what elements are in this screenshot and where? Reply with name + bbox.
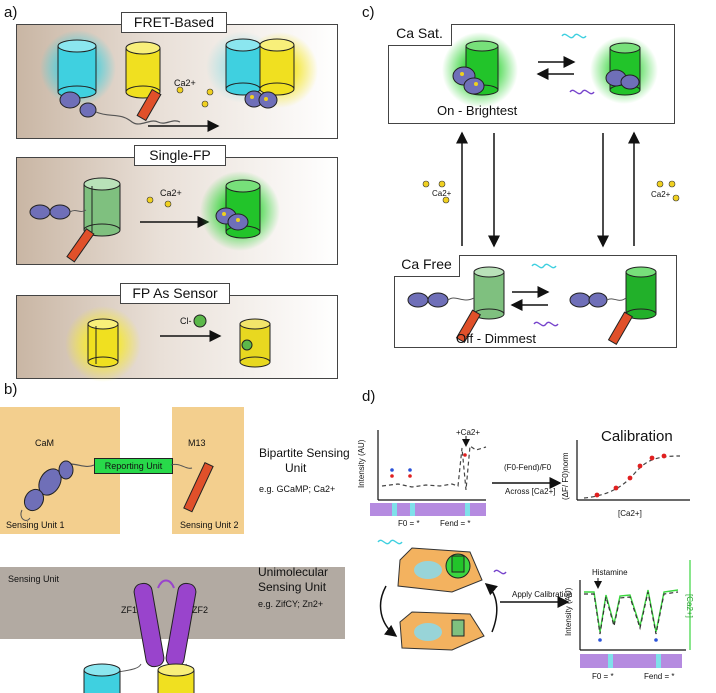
fend-label: Fend = *	[440, 519, 471, 528]
f0-label-2: F0 = *	[592, 672, 614, 681]
timeline-bar-2	[580, 654, 682, 668]
calibration-curve	[583, 455, 681, 499]
m13-label: M13	[188, 438, 206, 448]
sensing-unit-2-label: Sensing Unit 2	[180, 520, 239, 530]
yellow-sensor-barrel-dim-icon	[239, 318, 271, 368]
right-axis-label: [Ca2+]	[685, 594, 694, 618]
ca-add-label: +Ca2+	[456, 428, 481, 437]
zf1-label: ZF1	[121, 605, 138, 615]
bound-cam-icon-2	[215, 207, 249, 231]
apply-label: Apply Calibration	[512, 590, 573, 599]
on-brightest-label: On - Brightest	[437, 103, 518, 118]
yellow-barrel-icon	[125, 41, 161, 99]
cam-protein-icon-2	[29, 204, 87, 220]
single-fp-ion-label: Ca2+	[160, 188, 182, 198]
yellow-barrel-icon-3	[157, 663, 195, 693]
cyan-barrel-icon	[57, 39, 97, 99]
f0-label: F0 = *	[398, 519, 420, 528]
sensing-unit-label: Sensing Unit	[8, 574, 60, 584]
panel-c-letter: c)	[362, 4, 375, 21]
fret-title: FRET-Based	[121, 12, 227, 33]
trace2-y-label: Intensity (AU)	[564, 587, 573, 636]
trace-y-label: Intensity (AU)	[357, 439, 366, 488]
panel-d-letter: d)	[362, 388, 376, 405]
panel-a-letter: a)	[4, 4, 18, 21]
panel-b-letter: b)	[4, 381, 18, 398]
cam-label: CaM	[35, 438, 55, 448]
ca-free-label: Ca Free	[394, 255, 460, 277]
calibration-x-label: [Ca2+]	[618, 509, 642, 518]
calibrated-trace	[584, 589, 679, 633]
timeline-bar	[370, 503, 486, 516]
cam-protein-icon-3	[20, 460, 95, 521]
zf2-label: ZF2	[192, 605, 209, 615]
single-fp-title: Single-FP	[134, 145, 226, 166]
sensing-unit-1-label: Sensing Unit 1	[6, 520, 65, 530]
formula-label: (F0-Fend)/F0	[504, 463, 552, 472]
bipartite-title-2: Unit	[285, 461, 307, 475]
cyan-barrel-icon-3	[83, 663, 121, 693]
excitation-wave-icon	[561, 33, 587, 39]
bipartite-title-1: Bipartite Sensing	[259, 446, 350, 460]
green-barrel-bright-icon	[452, 40, 499, 96]
trace-line	[381, 444, 487, 491]
fret-ion-label: Ca2+	[174, 78, 196, 88]
cl-ion-icon	[193, 314, 207, 328]
unimolecular-title-2: Sensing Unit	[258, 580, 327, 594]
m13-peptide-icon	[136, 88, 162, 122]
ca-sat-label: Ca Sat.	[388, 24, 452, 46]
unimolecular-example: e.g. ZifCY; Zn2+	[258, 599, 324, 609]
histamine-label: Histamine	[592, 568, 628, 577]
fp-sensor-title: FP As Sensor	[120, 283, 230, 304]
emission-wave-icon	[569, 89, 595, 95]
green-barrel-dim-icon	[407, 266, 505, 344]
green-barrel-icon-3	[605, 42, 641, 96]
green-barrel-dim-icon-2	[569, 266, 657, 346]
across-label: Across [Ca2+]	[505, 487, 556, 496]
calibration-y-label: (ΔF/ F0)norm	[561, 452, 570, 500]
m13-peptide-icon-3	[183, 461, 214, 513]
m13-peptide-icon-2	[66, 228, 95, 263]
unimolecular-title-1: Unimolecular	[258, 565, 329, 579]
calibration-title: Calibration	[601, 428, 673, 445]
ion-label-left: Ca2+	[432, 189, 452, 198]
bipartite-example: e.g. GCaMP; Ca2+	[259, 484, 336, 494]
raw-trace	[584, 591, 679, 635]
zf1-helix-icon	[133, 582, 165, 668]
cell-bottom	[399, 611, 485, 651]
fend-label-2: Fend = *	[644, 672, 675, 681]
bound-cam-icon	[244, 90, 278, 109]
off-dimmest-label: Off - Dimmest	[456, 331, 536, 346]
reporting-unit: Reporting Unit	[94, 458, 173, 474]
yellow-sensor-barrel-icon	[87, 318, 119, 368]
sensor-ion-label: Cl-	[180, 316, 192, 326]
ion-label-right: Ca2+	[651, 190, 671, 199]
cam-protein-icon	[59, 91, 181, 125]
